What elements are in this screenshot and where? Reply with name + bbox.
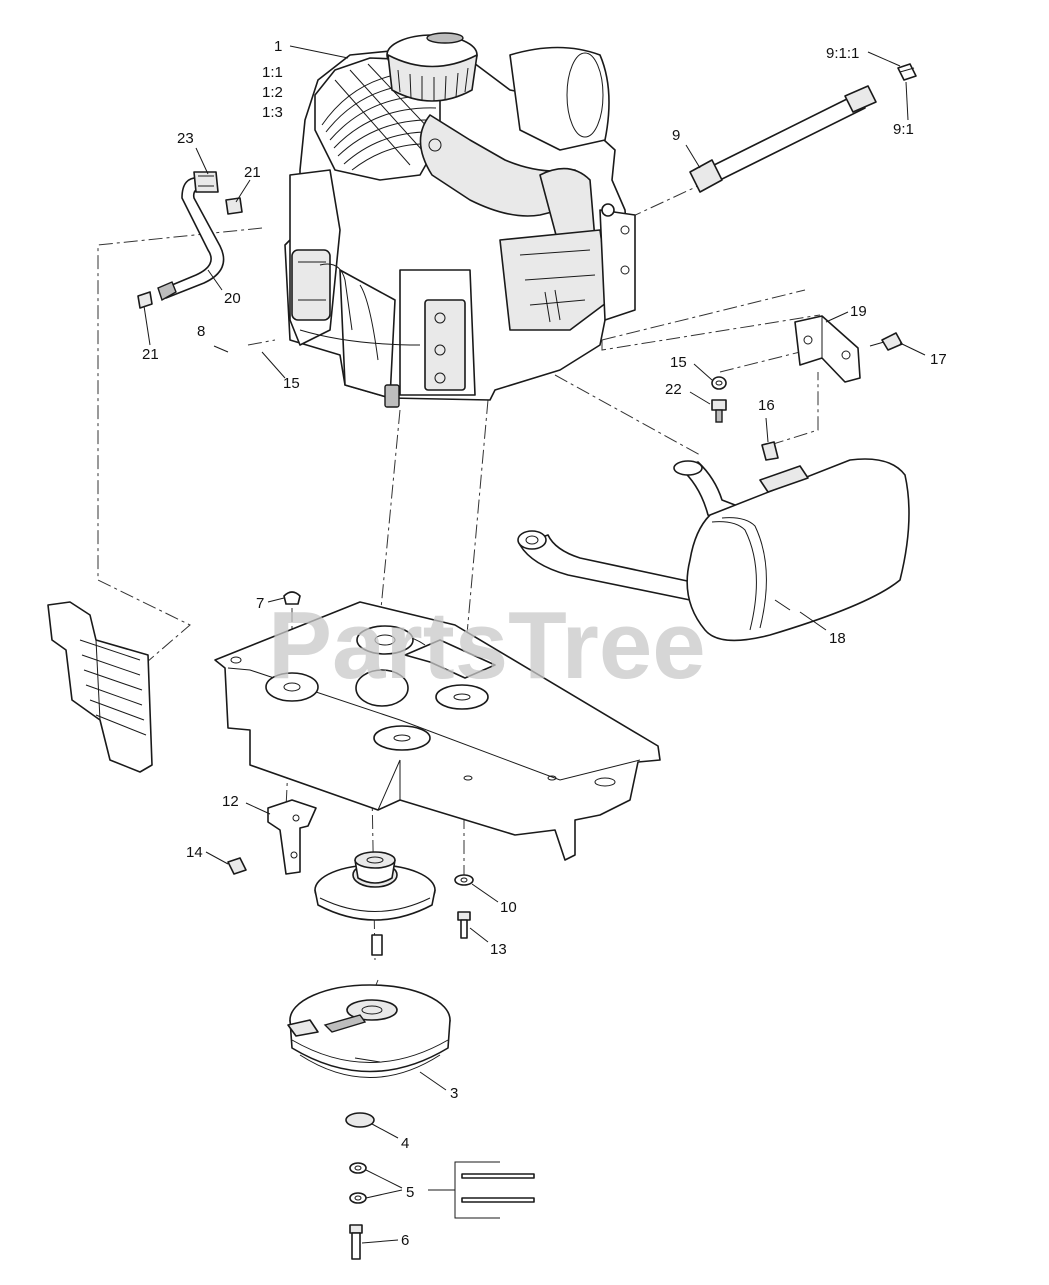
callout-14: 14 <box>186 844 203 861</box>
callout-22: 22 <box>665 381 682 398</box>
callout-20: 20 <box>224 290 241 307</box>
fuel-line-assembly[interactable] <box>137 171 243 309</box>
partstree-watermark: PartsTree <box>268 592 706 699</box>
callout-3: 3 <box>450 1085 458 1102</box>
callout-9-1: 9:1 <box>893 121 914 138</box>
callout-9: 9 <box>672 127 680 144</box>
callout-labels: 1 1:1 1:2 1:3 23 21 20 21 8 15 9:1:1 9:1… <box>142 38 947 1249</box>
callout-7: 7 <box>256 595 264 612</box>
callout-1-3: 1:3 <box>262 104 283 121</box>
muffler-bracket[interactable] <box>711 315 903 461</box>
callout-1: 1 <box>274 38 282 55</box>
electric-clutch[interactable] <box>287 984 451 1078</box>
callout-5: 5 <box>406 1184 414 1201</box>
callout-1-2: 1:2 <box>262 84 283 101</box>
callout-17: 17 <box>930 351 947 368</box>
engine-assembly[interactable] <box>284 32 636 408</box>
callout-9-1-1: 9:1:1 <box>826 45 859 62</box>
leader-lines <box>143 45 926 1244</box>
callout-16: 16 <box>758 397 775 414</box>
washer-and-bolt[interactable] <box>454 874 474 939</box>
muffler[interactable] <box>517 458 910 642</box>
callout-21-lower: 21 <box>142 346 159 363</box>
callout-18: 18 <box>829 630 846 647</box>
callout-19: 19 <box>850 303 867 320</box>
spacer-washers-bolt[interactable] <box>345 1112 535 1260</box>
callout-15-left: 15 <box>283 375 300 392</box>
callout-4: 4 <box>401 1135 409 1152</box>
fuel-pipe-assembly[interactable] <box>689 63 917 193</box>
engine-deck-plate[interactable] <box>214 601 661 861</box>
side-shield[interactable] <box>47 601 153 773</box>
callout-13: 13 <box>490 941 507 958</box>
callout-15-right: 15 <box>670 354 687 371</box>
callout-21-upper: 21 <box>244 164 261 181</box>
callout-1-1: 1:1 <box>262 64 283 81</box>
callout-6: 6 <box>401 1232 409 1249</box>
pulley[interactable] <box>314 851 436 956</box>
clutch-bracket[interactable] <box>227 799 317 875</box>
callout-10: 10 <box>500 899 517 916</box>
pin[interactable] <box>283 591 301 605</box>
callout-12: 12 <box>222 793 239 810</box>
callout-23: 23 <box>177 130 194 147</box>
callout-8: 8 <box>197 323 205 340</box>
